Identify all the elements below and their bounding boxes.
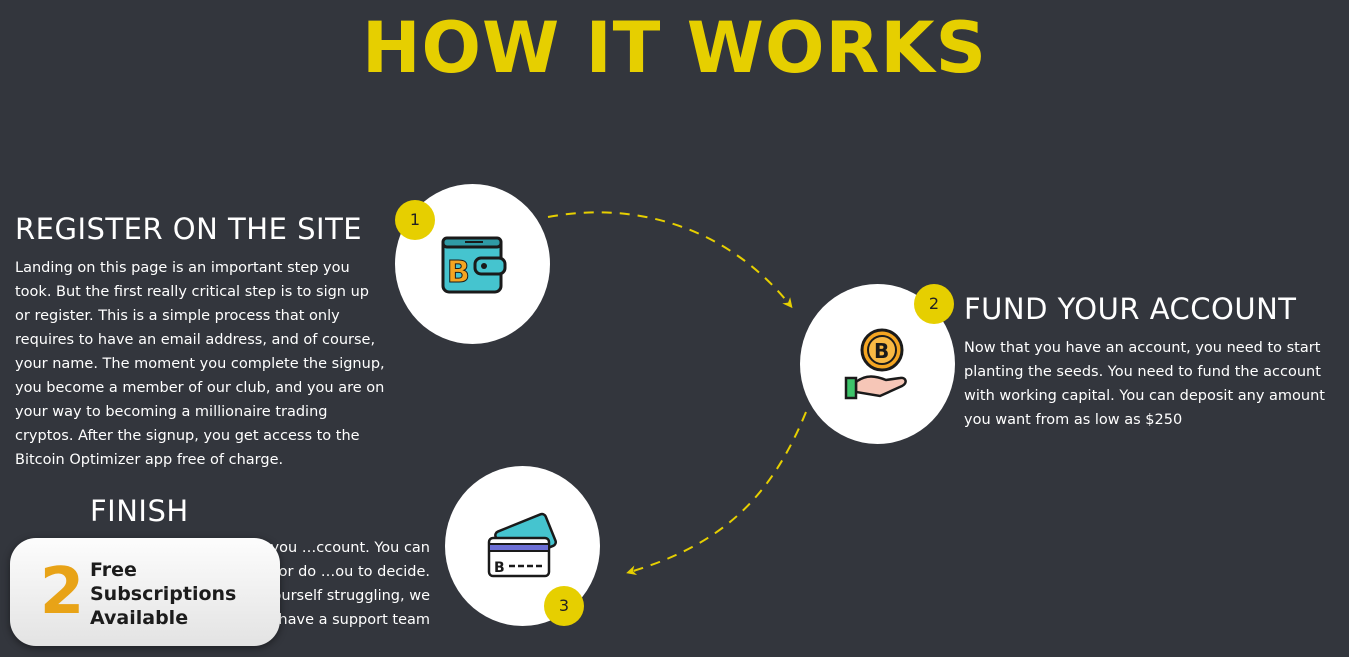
step-2-badge: 2 (914, 284, 954, 324)
arrow-step1-to-step2 (547, 211, 793, 309)
subscriptions-count: 2 (39, 555, 85, 629)
step-2-text: Now that you have an account, you need t… (964, 340, 1325, 428)
svg-text:B: B (447, 255, 470, 290)
step-1-title: REGISTER ON THE SITE (15, 212, 363, 246)
step-1-badge: 1 (395, 200, 435, 240)
step-3-badge: 3 (544, 586, 584, 626)
step-1-circle: B 1 (395, 184, 550, 344)
step-1-text: Landing on this page is an important ste… (15, 260, 385, 468)
free-subscriptions-card[interactable]: 2 Free Subscriptions Available (10, 538, 280, 646)
step-3-title: FINISH (90, 494, 189, 528)
bitcoin-credit-card-icon: B (487, 512, 557, 578)
svg-text:B: B (494, 560, 505, 576)
step-2-title: FUND YOUR ACCOUNT (964, 292, 1297, 326)
page-title: HOW IT WORKS (361, 7, 988, 89)
subscriptions-label: Free Subscriptions Available (90, 559, 237, 629)
step-2-circle: B 2 (800, 284, 955, 444)
svg-text:B: B (874, 339, 889, 363)
step-3-circle: B 3 (445, 466, 600, 626)
bitcoin-wallet-icon: B (441, 236, 507, 294)
arrow-step2-to-step3 (626, 411, 807, 576)
hand-bitcoin-icon: B (844, 328, 907, 400)
